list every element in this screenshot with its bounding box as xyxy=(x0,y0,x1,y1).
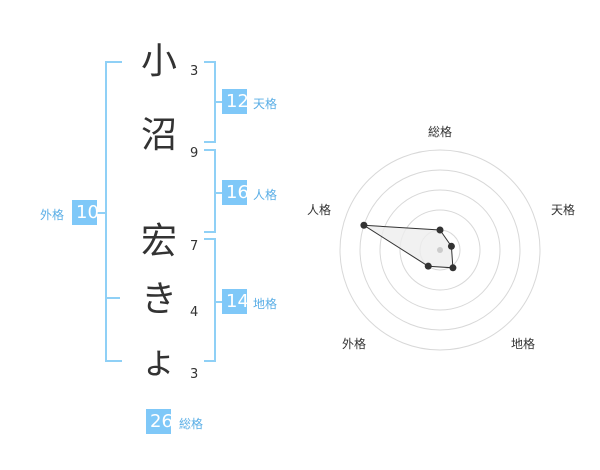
radar-axis-label-4: 外格 xyxy=(342,337,367,351)
stroke-count-3: 7 xyxy=(190,239,199,254)
radar-points xyxy=(360,221,457,272)
chikaku-label: 地格 xyxy=(253,297,278,311)
radar-rings xyxy=(339,149,541,351)
jinkaku-connector xyxy=(215,192,222,194)
name-char-5: ょ xyxy=(140,341,177,382)
radar-point-1 xyxy=(436,226,444,234)
radar-chart xyxy=(339,149,541,351)
radar-axis-label-5: 人格 xyxy=(307,203,332,217)
name-char-4: き xyxy=(140,279,177,320)
radar-center-dot xyxy=(437,247,443,253)
radar-axis-label-1: 総格 xyxy=(428,125,453,139)
name-char-3: 宏 xyxy=(140,221,177,262)
radar-ring xyxy=(359,169,521,331)
gaikaku-bracket xyxy=(105,61,122,362)
radar-axis-label-3: 地格 xyxy=(511,337,536,351)
jinkaku-bracket xyxy=(204,149,216,233)
jinkaku-label: 人格 xyxy=(253,188,278,202)
stroke-count-4: 4 xyxy=(190,305,199,320)
stroke-count-5: 3 xyxy=(190,367,199,382)
gaikaku-bracket-tick xyxy=(105,297,120,299)
chikaku-bracket xyxy=(204,238,216,362)
radar-axis-label-2: 天格 xyxy=(551,203,576,217)
soukaku-label: 総格 xyxy=(179,417,204,431)
name-char-1: 小 xyxy=(140,41,177,82)
name-char-2: 沼 xyxy=(140,115,177,156)
radar-point-3 xyxy=(449,264,457,272)
gaikaku-label: 外格 xyxy=(40,208,65,222)
jinkaku-value-badge: 16 xyxy=(222,180,249,205)
radar-ring xyxy=(339,149,541,351)
radar-ring xyxy=(379,189,501,311)
gaikaku-value-badge: 10 xyxy=(72,200,99,225)
stroke-count-1: 3 xyxy=(190,64,199,79)
tenkaku-connector xyxy=(215,101,222,103)
chikaku-connector xyxy=(215,301,222,303)
radar-ring xyxy=(399,209,481,291)
tenkaku-value-badge: 12 xyxy=(222,89,249,114)
radar-point-4 xyxy=(424,262,432,270)
radar-point-5 xyxy=(360,221,368,229)
tenkaku-label: 天格 xyxy=(253,97,278,111)
chikaku-value-badge: 14 xyxy=(222,289,249,314)
radar-point-2 xyxy=(447,242,455,250)
stroke-count-2: 9 xyxy=(190,146,199,161)
soukaku-value-badge: 26 xyxy=(146,409,173,434)
gaikaku-connector xyxy=(97,212,105,214)
